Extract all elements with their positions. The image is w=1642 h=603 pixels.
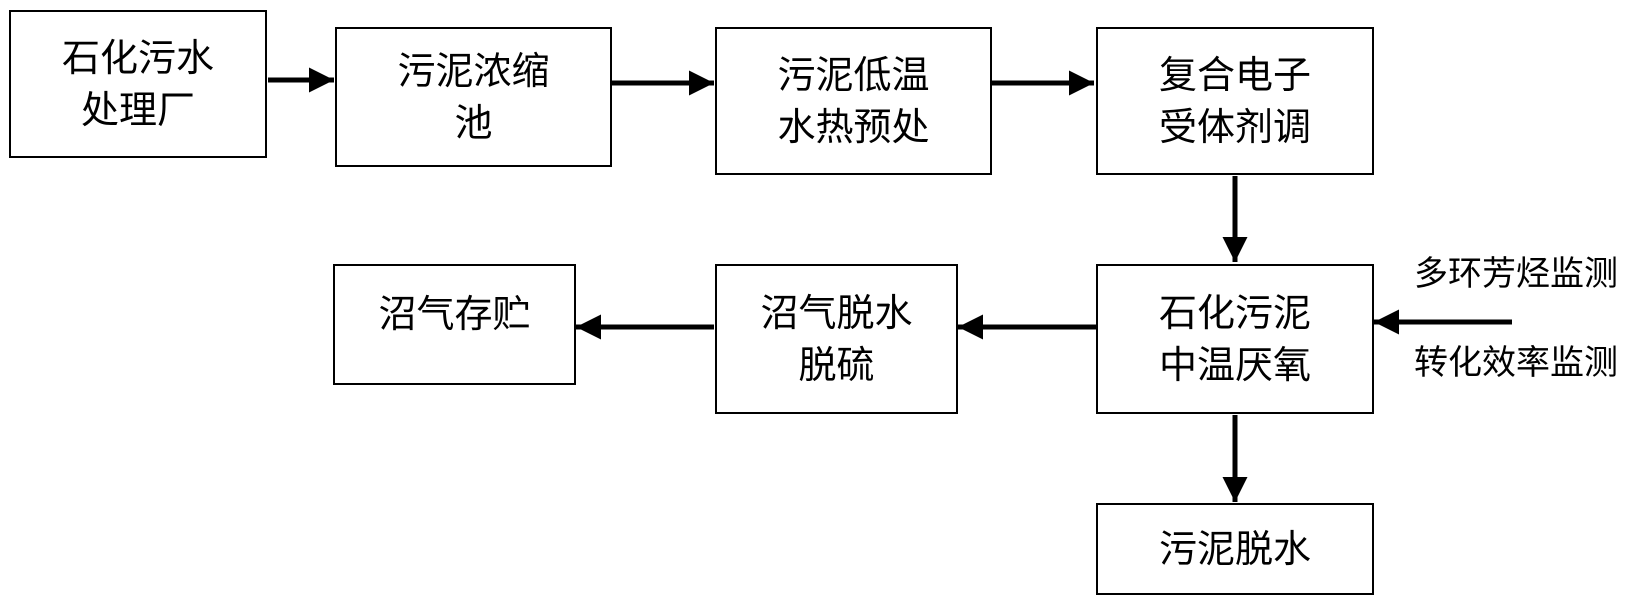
box-biogas-storage: 沼气存贮 (333, 264, 576, 385)
box-electron-acceptor: 复合电子 受体剂调 (1096, 27, 1374, 175)
box-mesophilic-anaerobic: 石化污泥 中温厌氧 (1096, 264, 1374, 414)
box-biogas-dehydration: 沼气脱水 脱硫 (715, 264, 958, 414)
label-conversion-monitoring: 转化效率监测 (1414, 343, 1618, 383)
box-petrochemical-wastewater-plant: 石化污水 处理厂 (9, 10, 267, 158)
box-sludge-thickener: 污泥浓缩 池 (335, 27, 612, 167)
box-sludge-dewatering: 污泥脱水 (1096, 503, 1374, 595)
box-low-temp-hydrothermal: 污泥低温 水热预处 (715, 27, 992, 175)
label-pah-monitoring: 多环芳烃监测 (1414, 254, 1618, 294)
